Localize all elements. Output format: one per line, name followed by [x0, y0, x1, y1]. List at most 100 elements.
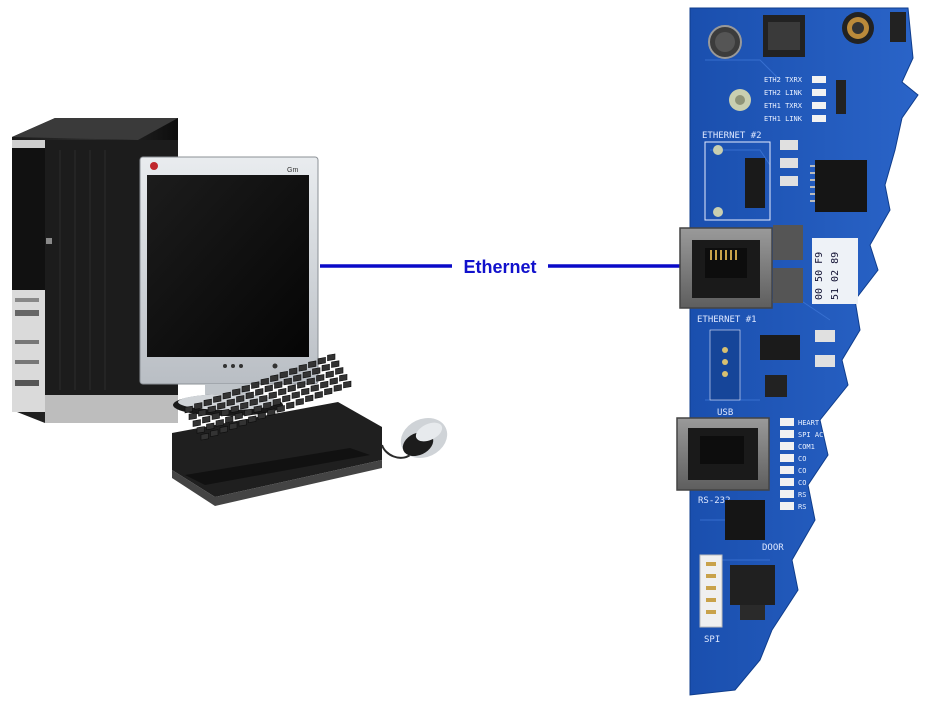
- label-rs232: RS-232: [698, 496, 731, 506]
- keyboard-key: [302, 370, 311, 379]
- keyboard-key: [232, 388, 241, 396]
- keyboard-key: [267, 408, 276, 417]
- keyboard-key: [329, 377, 338, 385]
- keyboard-key: [221, 408, 230, 417]
- keyboard-key: [286, 401, 295, 410]
- ethernet-label: Ethernet: [463, 257, 536, 277]
- power-button-icon: [272, 363, 278, 369]
- keyboard-key: [298, 364, 307, 372]
- status-led-column: HEART SPI AC COM1 CO CO CO RS RS: [780, 418, 823, 511]
- status-label-4: CO: [798, 467, 806, 475]
- keyboard-key: [283, 377, 292, 386]
- keyboard-key: [245, 391, 254, 400]
- keyboard-key: [222, 391, 231, 400]
- keyboard-key: [240, 401, 249, 410]
- keyboard-key: [339, 373, 348, 382]
- keyboard-key: [293, 374, 302, 382]
- spi-connector: [699, 554, 723, 628]
- led-status-block: ETH2 TXRX ETH2 LINK ETH1 TXRX ETH1 LINK: [764, 76, 846, 123]
- keyboard-key: [312, 367, 321, 375]
- mac-line-2: 51 02 89: [830, 252, 841, 300]
- ethernet-connection: Ethernet: [320, 257, 700, 277]
- keyboard-key: [257, 412, 266, 420]
- keyboard-key: [236, 395, 245, 403]
- label-ethernet-2: ETHERNET #2: [702, 131, 762, 141]
- keyboard-key: [206, 422, 215, 431]
- keyboard-key: [343, 380, 352, 389]
- keyboard-key: [317, 357, 326, 365]
- keyboard-key: [211, 412, 220, 420]
- label-door: DOOR: [762, 543, 784, 553]
- keyboard-key: [229, 422, 238, 430]
- keyboard-key: [279, 370, 288, 379]
- keyboard: [172, 353, 382, 506]
- keyboard-key: [251, 381, 260, 389]
- status-label-2: COM1: [798, 443, 815, 451]
- keyboard-key: [289, 367, 298, 376]
- keyboard-key: [291, 391, 300, 399]
- status-label-1: SPI AC: [798, 431, 823, 439]
- keyboard-key: [260, 377, 269, 386]
- keyboard-key: [263, 401, 272, 410]
- keyboard-key: [184, 405, 193, 414]
- label-spi: SPI: [704, 635, 720, 645]
- mac-line-1: 00 50 F9: [814, 252, 825, 300]
- keyboard-key: [287, 384, 296, 393]
- keyboard-key: [264, 384, 273, 393]
- keyboard-key: [241, 384, 250, 393]
- keyboard-key: [333, 384, 342, 392]
- keyboard-key: [278, 388, 287, 396]
- led-label-eth2-link: ETH2 LINK: [764, 89, 803, 97]
- status-label-6: RS: [798, 491, 806, 499]
- keyboard-key: [324, 387, 333, 396]
- status-label-0: HEART: [798, 419, 820, 427]
- keyboard-key: [253, 405, 262, 413]
- keyboard-key: [305, 394, 314, 403]
- keyboard-key: [272, 398, 281, 406]
- keyboard-key: [226, 398, 235, 407]
- keyboard-key: [217, 402, 226, 410]
- keyboard-key: [268, 391, 277, 400]
- status-label-7: RS: [798, 503, 806, 511]
- led-label-eth1-txrx: ETH1 TXRX: [764, 102, 803, 110]
- keyboard-key: [308, 360, 317, 369]
- keyboard-key: [259, 394, 268, 403]
- keyboard-key: [194, 402, 203, 410]
- keyboard-key: [335, 367, 344, 375]
- monitor-logo-icon: [150, 162, 158, 170]
- controller-board: ETH2 TXRX ETH2 LINK ETH1 TXRX ETH1 LINK …: [676, 7, 919, 696]
- keyboard-key: [255, 388, 264, 396]
- keyboard-key: [230, 405, 239, 413]
- rj-jack-rs232: [676, 417, 770, 491]
- keyboard-key: [310, 384, 319, 392]
- rj45-jack-ethernet-1: [679, 227, 773, 309]
- status-label-5: CO: [798, 479, 806, 487]
- monitor: Gm: [139, 156, 319, 416]
- keyboard-key: [198, 409, 207, 417]
- keyboard-key: [234, 412, 243, 420]
- keyboard-key: [274, 381, 283, 389]
- keyboard-key: [314, 391, 323, 399]
- keyboard-key: [301, 387, 310, 396]
- keyboard-key: [207, 405, 216, 414]
- desktop-computer: Gm: [12, 118, 448, 506]
- keyboard-key: [316, 374, 325, 382]
- mouse: [381, 418, 448, 459]
- keyboard-key: [295, 398, 304, 406]
- keyboard-key: [210, 429, 219, 437]
- keyboard-key: [321, 363, 330, 372]
- keyboard-key: [331, 360, 340, 368]
- keyboard-key: [238, 418, 247, 427]
- keyboard-key: [270, 374, 279, 382]
- keyboard-key: [203, 398, 212, 407]
- mac-address-label: 00 50 F9 51 02 89: [812, 238, 858, 304]
- keyboard-key: [244, 408, 253, 417]
- keyboard-key: [306, 377, 315, 386]
- keyboard-key: [276, 405, 285, 413]
- keyboard-key: [327, 353, 336, 362]
- keyboard-key: [202, 415, 211, 424]
- keyboard-key: [297, 381, 306, 389]
- keyboard-key: [215, 419, 224, 427]
- keyboard-key: [225, 415, 234, 424]
